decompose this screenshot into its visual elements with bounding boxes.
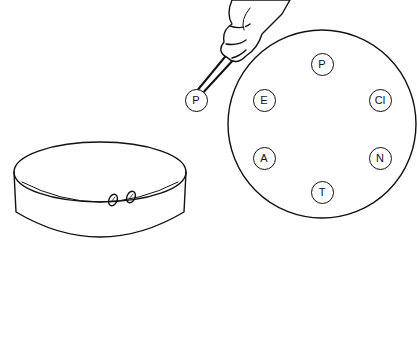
disk-label: T xyxy=(319,187,326,198)
petri-dish xyxy=(14,142,186,237)
disk-label: P xyxy=(318,59,325,70)
held-disk: P xyxy=(185,89,208,112)
hand xyxy=(221,0,290,62)
disk-label: N xyxy=(376,153,384,164)
antibiotic-disk: P xyxy=(311,53,334,76)
disk-label: Cl xyxy=(375,95,385,106)
disk-label: A xyxy=(260,153,267,164)
antibiotic-disk: N xyxy=(369,147,392,170)
disk-label: E xyxy=(260,95,267,106)
antibiotic-disk: Cl xyxy=(369,89,392,112)
disk-label: P xyxy=(192,95,199,106)
antibiotic-disk: E xyxy=(253,89,276,112)
antibiotic-disk: T xyxy=(311,181,334,204)
antibiotic-disk: A xyxy=(253,147,276,170)
agar-plate xyxy=(228,30,416,218)
